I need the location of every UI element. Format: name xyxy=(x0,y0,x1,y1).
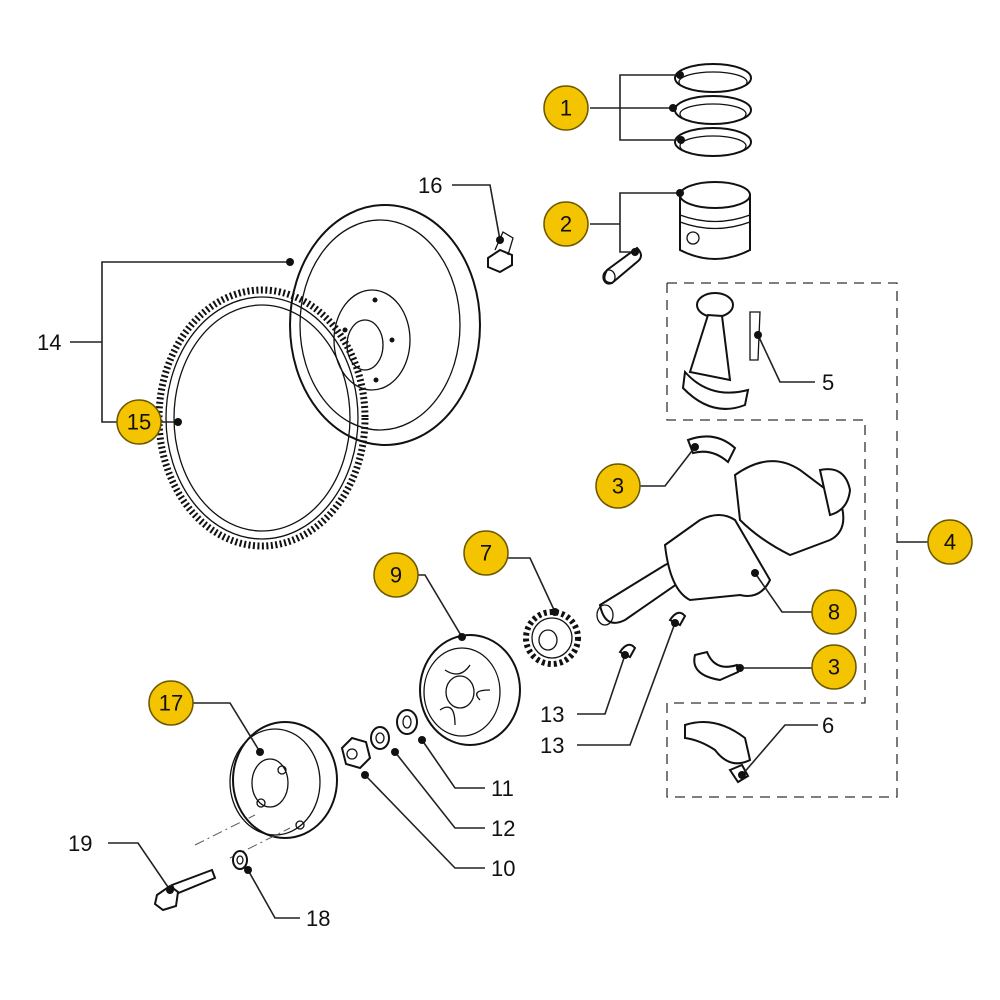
callout-3-upper[interactable]: 3 xyxy=(595,463,641,509)
piston xyxy=(679,181,751,260)
svg-text:3: 3 xyxy=(612,474,624,499)
callout-7[interactable]: 7 xyxy=(463,530,509,576)
callout-1[interactable]: 1 xyxy=(543,85,589,131)
svg-text:7: 7 xyxy=(480,541,492,566)
crankshaft-pulley xyxy=(419,634,521,746)
label-5[interactable]: 5 xyxy=(822,370,834,395)
small-washer xyxy=(232,850,248,870)
label-13-upper[interactable]: 13 xyxy=(540,702,564,727)
leader-lines xyxy=(70,71,928,919)
washer xyxy=(396,709,418,735)
piston-rings xyxy=(674,63,752,157)
lower-bearing-shell xyxy=(693,650,740,682)
label-14[interactable]: 14 xyxy=(37,330,61,355)
connecting-rod xyxy=(681,292,761,410)
label-16[interactable]: 16 xyxy=(418,173,442,198)
svg-text:8: 8 xyxy=(828,600,840,625)
ring-gear xyxy=(155,286,369,550)
label-19[interactable]: 19 xyxy=(68,831,92,856)
upper-bearing-shell xyxy=(686,435,737,464)
svg-text:2: 2 xyxy=(560,212,572,237)
callout-9[interactable]: 9 xyxy=(373,552,419,598)
callout-3-lower[interactable]: 3 xyxy=(811,644,857,690)
svg-text:9: 9 xyxy=(390,563,402,588)
label-6[interactable]: 6 xyxy=(822,713,834,738)
pulley-bolt xyxy=(153,868,217,912)
svg-text:3: 3 xyxy=(828,655,840,680)
callout-8[interactable]: 8 xyxy=(811,589,857,635)
piston-pin xyxy=(602,246,642,285)
label-10[interactable]: 10 xyxy=(491,856,515,881)
woodruff-keys xyxy=(618,611,687,659)
svg-text:1: 1 xyxy=(560,96,572,121)
label-13-lower[interactable]: 13 xyxy=(540,733,564,758)
callout-4[interactable]: 4 xyxy=(927,519,973,565)
flywheel-bolt xyxy=(487,231,514,274)
connecting-rod-group-box xyxy=(667,282,898,420)
crankshaft xyxy=(596,460,852,626)
nut xyxy=(340,736,372,770)
label-18[interactable]: 18 xyxy=(306,906,330,931)
callout-17[interactable]: 17 xyxy=(148,680,194,726)
flywheel xyxy=(289,204,481,446)
svg-text:15: 15 xyxy=(127,410,151,435)
svg-text:17: 17 xyxy=(159,691,183,716)
callout-2[interactable]: 2 xyxy=(543,201,589,247)
timing-gear xyxy=(523,609,581,667)
label-11[interactable]: 11 xyxy=(491,776,514,801)
callout-15[interactable]: 15 xyxy=(116,399,162,445)
auxiliary-pulley xyxy=(194,721,338,859)
lock-washer xyxy=(370,726,390,750)
svg-text:4: 4 xyxy=(944,530,956,555)
label-12[interactable]: 12 xyxy=(491,816,515,841)
